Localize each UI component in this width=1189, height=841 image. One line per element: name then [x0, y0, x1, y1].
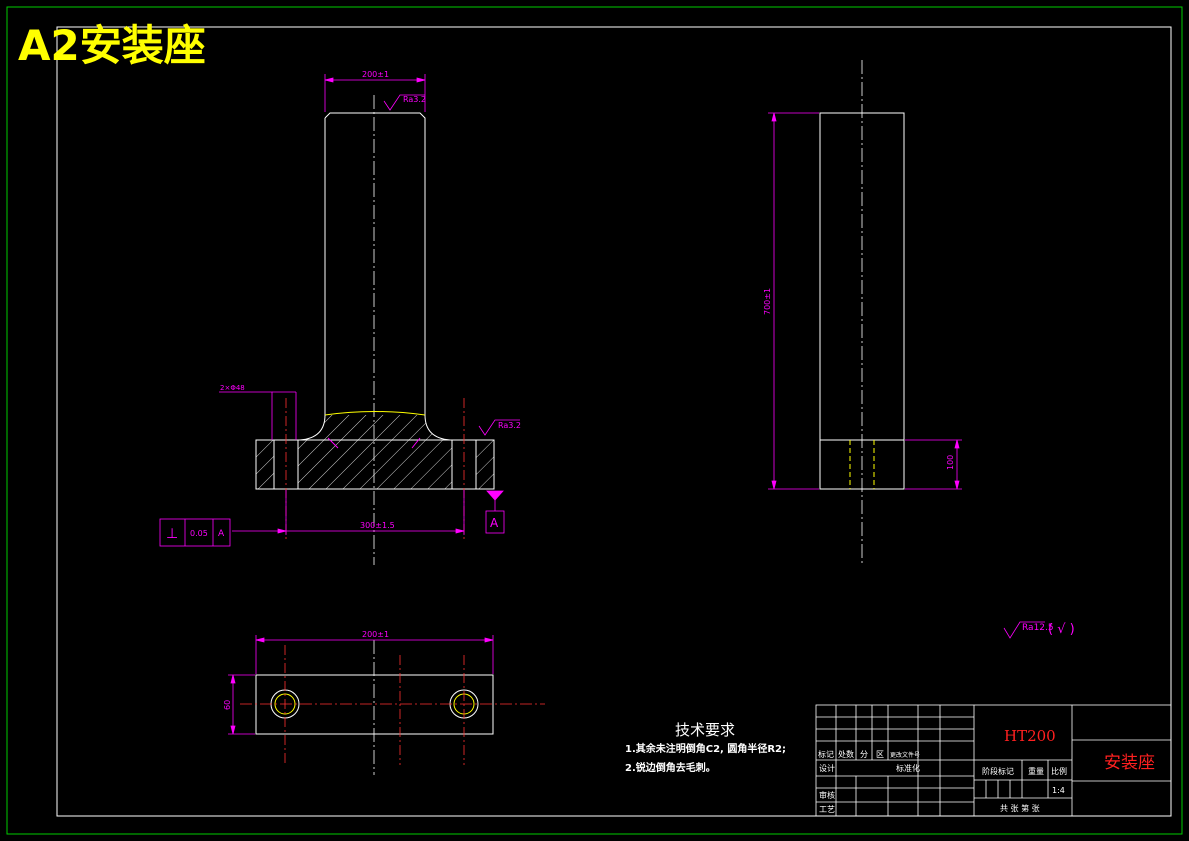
- tb-material: HT200: [1004, 727, 1056, 745]
- front-dim-text: 200±1 Ra3.2 Ra3.2 2×Φ48 300±1.5 A ⊥ 0.05…: [166, 70, 521, 542]
- tb-col-mark: 标记: [818, 749, 834, 759]
- plan-dimensions: [228, 635, 494, 735]
- dim-hole-note: 2×Φ48: [220, 384, 245, 392]
- roughness-general: Ra12.5: [1022, 623, 1054, 633]
- tb-ratio: 比例: [1051, 766, 1067, 776]
- dim-hole-span: 300±1.5: [360, 521, 395, 530]
- drawing-frame: [56, 26, 1172, 817]
- title-block: [815, 704, 1172, 817]
- plan-view: [240, 640, 545, 775]
- tb-row-process: 工艺: [819, 805, 835, 814]
- tb-weight: 重量: [1028, 766, 1044, 776]
- sheet-title: A2安装座: [18, 21, 206, 70]
- gdt-tolerance: 0.05: [190, 529, 208, 538]
- tb-row-review: 审核: [819, 790, 835, 800]
- tb-col-zone: 区: [876, 750, 884, 759]
- dim-side-height: 700±1: [763, 288, 772, 315]
- tb-scale: 1:4: [1052, 786, 1065, 795]
- tb-sheets: 共 张 第 张: [1000, 803, 1040, 813]
- tb-col-count: 处数: [838, 749, 854, 759]
- roughness-top: Ra3.2: [403, 95, 426, 104]
- sheet-border: [6, 6, 1183, 835]
- side-view: [819, 60, 905, 565]
- tb-row-standard: 标准化: [896, 763, 920, 773]
- tb-part-name: 安装座: [1104, 753, 1155, 773]
- roughness-general-paren: ( √ ): [1048, 622, 1075, 637]
- tb-col-doc: 更改文件号: [890, 751, 920, 759]
- tech-req-item-1: 1.其余未注明倒角C2, 圆角半径R2;: [625, 742, 786, 755]
- tech-req-title: 技术要求: [675, 721, 735, 739]
- dim-plan-depth: 60: [223, 700, 232, 710]
- side-dimensions: [768, 112, 962, 490]
- front-dimensions: [159, 74, 520, 547]
- gdt-symbol: ⊥: [166, 526, 178, 542]
- datum-label: A: [490, 516, 499, 530]
- tb-col-part: 分: [860, 750, 868, 759]
- gdt-datum: A: [218, 529, 225, 539]
- tech-req-item-2: 2.锐边倒角去毛刺。: [625, 761, 716, 774]
- dim-front-top-width: 200±1: [362, 70, 389, 79]
- front-view: [255, 95, 495, 565]
- dim-side-base-height: 100: [946, 455, 955, 470]
- tb-stage-mark: 阶段标记: [982, 766, 1014, 776]
- roughness-base: Ra3.2: [498, 421, 521, 430]
- dim-plan-width: 200±1: [362, 630, 389, 639]
- roughness-general-symbol: [1003, 621, 1045, 639]
- tb-row-design: 设计: [819, 763, 835, 773]
